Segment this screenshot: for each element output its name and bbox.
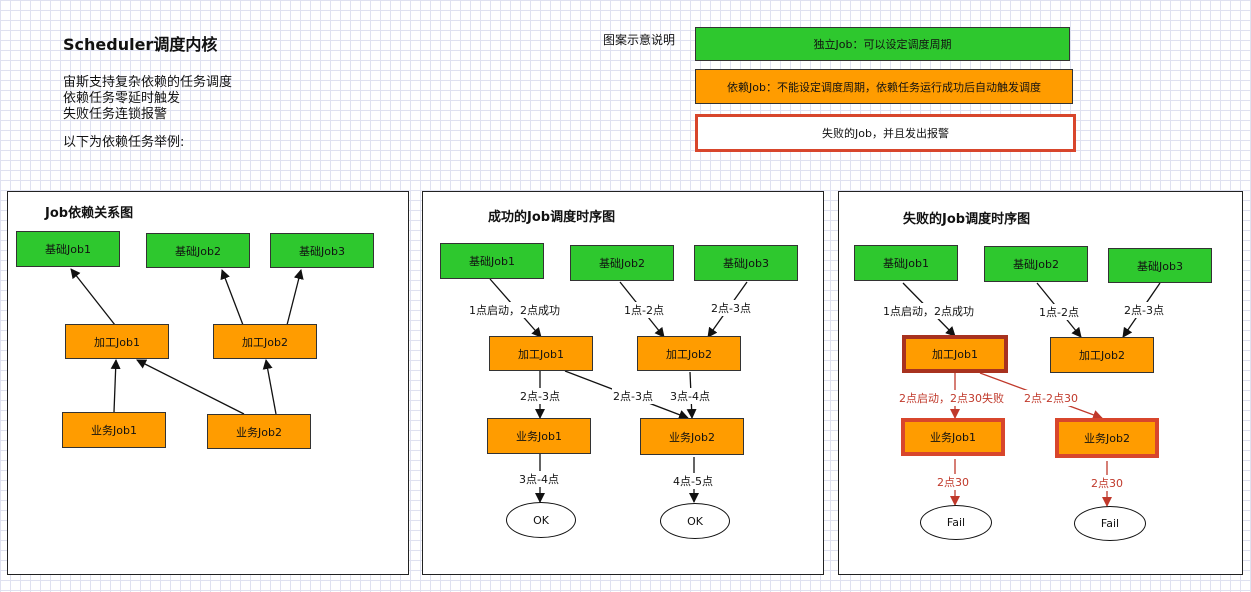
example-intro: 以下为依赖任务举例: [63,135,185,150]
edge-label: 2点-2点30 [1023,390,1079,406]
legend-dependent-job: 依赖Job：不能设定调度周期，依赖任务运行成功后自动触发调度 [695,69,1073,104]
node-ok-2: OK [660,503,730,539]
edge-label: 2点-3点 [1123,302,1165,318]
edge [286,269,304,326]
description-line: 宙斯支持复杂依赖的任务调度 [63,75,233,90]
description: 宙斯支持复杂依赖的任务调度 依赖任务零延时触发 失败任务连锁报警 以下为依赖任务… [63,75,232,151]
edge-label: 1点-2点 [1038,304,1080,320]
page-title: Scheduler调度内核 [63,35,218,54]
node-base-job1: 基础Job1 [854,245,958,281]
edge-label: 1点启动，2点成功 [468,302,561,318]
panel-title: 成功的Job调度时序图 [488,210,616,225]
node-base-job1: 基础Job1 [440,243,544,279]
panel-title: 失败的Job调度时序图 [903,212,1031,227]
node-proc-job1: 加工Job1 [489,336,593,371]
node-base-job3: 基础Job3 [1108,248,1212,283]
node-biz-job1-failed: 业务Job1 [901,418,1005,456]
edge [262,359,277,415]
node-ok-1: OK [506,502,576,538]
node-base-job2: 基础Job2 [984,246,1088,282]
node-proc-job2: 加工Job2 [1050,337,1154,373]
edge-label: 2点30 [1090,475,1124,491]
node-proc-job2: 加工Job2 [213,324,317,359]
node-fail-1: Fail [920,505,992,540]
node-proc-job2: 加工Job2 [637,336,741,371]
edge-label: 3点-4点 [518,471,560,487]
edge [70,268,116,326]
edge-label: 2点-3点 [612,388,654,404]
legend-label: 图案示意说明 [603,33,676,47]
node-biz-job1: 业务Job1 [487,418,591,454]
edge-label: 3点-4点 [669,388,711,404]
description-line: 依赖任务零延时触发 [63,91,181,106]
node-biz-job2: 业务Job2 [207,414,311,449]
node-biz-job1: 业务Job1 [62,412,166,448]
edge-label: 2点30 [936,474,970,490]
node-base-job1: 基础Job1 [16,231,120,267]
edge-label: 1点-2点 [623,302,665,318]
node-fail-2: Fail [1074,506,1146,541]
edge-label: 2点-3点 [519,388,561,404]
edge-label: 2点-3点 [710,300,752,316]
edge [136,359,245,415]
node-biz-job2-failed: 业务Job2 [1055,418,1159,458]
node-base-job2: 基础Job2 [570,245,674,281]
edge-label: 4点-5点 [672,473,714,489]
legend-failed-job: 失败的Job，并且发出报警 [695,114,1076,152]
edge-label: 2点启动，2点30失败 [898,390,1005,406]
edge [110,359,121,413]
description-line: 失败任务连锁报警 [63,107,168,122]
edge-label: 1点启动，2点成功 [882,303,975,319]
node-base-job3: 基础Job3 [270,233,374,268]
node-base-job3: 基础Job3 [694,245,798,281]
node-proc-job1: 加工Job1 [65,324,169,359]
legend-independent-job: 独立Job：可以设定调度周期 [695,27,1070,61]
node-proc-job1-failed: 加工Job1 [902,335,1008,373]
panel-title: Job依赖关系图 [45,206,134,221]
node-base-job2: 基础Job2 [146,233,250,268]
node-biz-job2: 业务Job2 [640,418,744,455]
edge [220,269,244,326]
